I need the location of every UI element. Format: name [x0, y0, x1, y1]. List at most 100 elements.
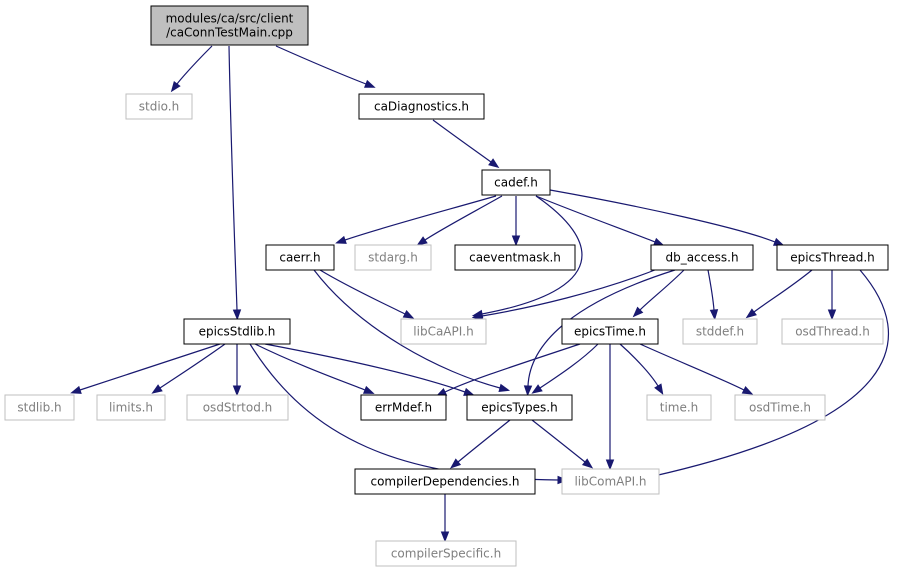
node-box — [125, 93, 193, 120]
node-caeventmask[interactable]: caeventmask.h — [454, 244, 576, 271]
node-box — [781, 318, 884, 345]
node-label: caDiagnostics.h — [374, 100, 469, 114]
node-box — [561, 468, 660, 495]
node-box — [354, 468, 536, 495]
edge-epicsThread-to-stddef — [745, 269, 813, 319]
node-label: time.h — [660, 401, 699, 415]
node-box — [646, 394, 712, 421]
node-box — [265, 244, 335, 271]
node-box — [650, 244, 754, 271]
edge-epicsStdlib-to-epicsTypes — [264, 343, 475, 396]
node-errMdef[interactable]: errMdef.h — [360, 394, 447, 421]
node-label: osdThread.h — [795, 325, 870, 339]
edge-cadef-to-caeventmask — [511, 195, 521, 247]
node-label: errMdef.h — [375, 401, 432, 415]
edge-root-to-caDiagnostics — [275, 45, 376, 88]
node-box — [375, 540, 517, 567]
edge-cadef-to-db_access — [535, 195, 665, 246]
node-label: epicsStdlib.h — [199, 325, 276, 339]
edge-epicsStdlib-to-stdlib — [70, 343, 221, 394]
node-box — [734, 394, 826, 421]
node-label: osdTime.h — [749, 401, 811, 415]
node-libComAPI: libComAPI.h — [561, 468, 660, 495]
node-caerr[interactable]: caerr.h — [265, 244, 335, 271]
node-label: stdlib.h — [17, 401, 61, 415]
edge-epicsStdlib-to-osdStrtod — [232, 344, 242, 397]
edge-caerr-to-epicsTypes — [313, 269, 511, 392]
edge-epicsStdlib-to-errMdef — [254, 343, 375, 394]
node-cadef[interactable]: cadef.h — [481, 169, 551, 196]
node-box — [481, 169, 551, 196]
node-label: osdStrtod.h — [203, 401, 273, 415]
edge-db_access-to-stddef — [707, 269, 719, 321]
edge-epicsThread-to-libComAPI — [643, 269, 890, 481]
node-box — [183, 318, 291, 345]
node-epicsTime[interactable]: epicsTime.h — [561, 318, 659, 345]
node-time: time.h — [646, 394, 712, 421]
node-box — [96, 394, 166, 421]
edge-root-to-stdio — [170, 45, 213, 93]
node-label: modules/ca/src/client — [166, 12, 294, 26]
node-label: stddef.h — [696, 325, 744, 339]
node-compilerDependencies[interactable]: compilerDependencies.h — [354, 468, 536, 495]
node-box — [354, 244, 432, 271]
node-label: epicsTypes.h — [481, 401, 557, 415]
node-stdio: stdio.h — [125, 93, 193, 120]
node-stdarg: stdarg.h — [354, 244, 432, 271]
node-osdThread: osdThread.h — [781, 318, 884, 345]
node-caDiagnostics[interactable]: caDiagnostics.h — [358, 93, 485, 120]
node-box — [561, 318, 659, 345]
node-label: stdarg.h — [368, 251, 418, 265]
node-osdTime: osdTime.h — [734, 394, 826, 421]
node-box — [776, 244, 889, 271]
node-box — [360, 394, 447, 421]
edge-epicsTime-to-libComAPI — [605, 344, 615, 471]
edge-caerr-to-libCaAPI — [319, 269, 415, 319]
edge-root-to-epicsStdlib — [228, 45, 242, 321]
node-epicsStdlib[interactable]: epicsStdlib.h — [183, 318, 291, 345]
edge-cadef-to-stdarg — [416, 195, 503, 246]
node-label: epicsThread.h — [790, 251, 875, 265]
edge-epicsTime-to-osdTime — [639, 343, 754, 395]
edge-epicsTypes-to-compilerDependencies — [450, 419, 511, 469]
edge-db_access-to-libCaAPI — [471, 267, 661, 321]
nodes-layer: modules/ca/src/client/caConnTestMain.cpp… — [4, 5, 889, 567]
node-label: db_access.h — [665, 251, 738, 265]
edge-cadef-to-epicsThread — [549, 189, 785, 246]
node-stdlib: stdlib.h — [4, 394, 75, 421]
node-label: /caConnTestMain.cpp — [166, 26, 293, 40]
node-limits: limits.h — [96, 394, 166, 421]
node-root[interactable]: modules/ca/src/client/caConnTestMain.cpp — [150, 5, 309, 46]
node-box — [4, 394, 75, 421]
edge-db_access-to-epicsTime — [632, 269, 685, 318]
node-label: compilerSpecific.h — [391, 547, 501, 561]
node-db_access[interactable]: db_access.h — [650, 244, 754, 271]
node-epicsTypes[interactable]: epicsTypes.h — [466, 394, 573, 421]
edge-epicsStdlib-to-limits — [151, 343, 226, 394]
node-box — [150, 5, 309, 46]
node-compilerSpecific: compilerSpecific.h — [375, 540, 517, 567]
node-label: stdio.h — [139, 100, 179, 114]
node-label: libComAPI.h — [574, 475, 646, 489]
node-label: caeventmask.h — [469, 251, 561, 265]
node-label: caerr.h — [279, 251, 320, 265]
node-box — [358, 93, 485, 120]
node-label: epicsTime.h — [574, 325, 646, 339]
node-epicsThread[interactable]: epicsThread.h — [776, 244, 889, 271]
node-box — [186, 394, 289, 421]
node-label: cadef.h — [494, 176, 538, 190]
edge-epicsTime-to-errMdef — [435, 343, 581, 397]
edge-compilerDependencies-to-compilerSpecific — [440, 494, 450, 543]
edge-epicsTime-to-time — [619, 343, 664, 395]
node-label: libCaAPI.h — [413, 325, 473, 339]
edge-epicsTypes-to-libComAPI — [531, 419, 594, 469]
node-box — [400, 318, 487, 345]
edge-caDiagnostics-to-cadef — [432, 119, 500, 169]
node-box — [682, 318, 758, 345]
edge-cadef-to-caerr — [335, 195, 497, 244]
node-libCaAPI: libCaAPI.h — [400, 318, 487, 345]
node-box — [454, 244, 576, 271]
edge-epicsThread-to-osdThread — [827, 269, 837, 321]
edge-epicsTime-to-epicsTypes — [531, 343, 599, 394]
